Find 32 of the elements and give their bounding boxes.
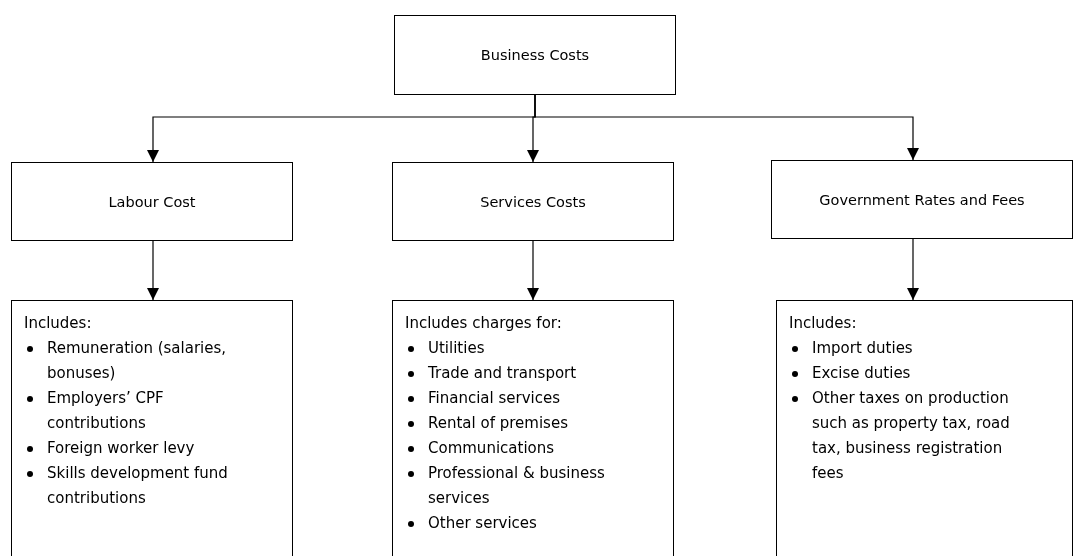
box-label: Services Costs bbox=[480, 193, 586, 210]
arrow bbox=[907, 238, 919, 301]
category-box bbox=[392, 162, 674, 241]
bullet-item: Skills development fund contributions bbox=[47, 463, 229, 509]
arrow bbox=[147, 240, 159, 301]
list-heading: Includes charges for: bbox=[405, 313, 563, 334]
bullet-item: Other services bbox=[428, 513, 537, 534]
details-box bbox=[11, 300, 293, 556]
list-heading: Includes: bbox=[24, 313, 93, 334]
arrow bbox=[534, 94, 919, 161]
bullet-item: Professional & business services bbox=[428, 463, 606, 509]
category-box bbox=[11, 162, 293, 241]
bullet-item: Remuneration (salaries, bonuses) bbox=[47, 338, 228, 384]
box-label: Government Rates and Fees bbox=[819, 191, 1025, 208]
bullet-item: Excise duties bbox=[812, 363, 911, 384]
bullet-item: Trade and transport bbox=[428, 363, 577, 384]
box-label: Business Costs bbox=[480, 47, 590, 63]
list-heading: Includes: bbox=[789, 313, 858, 334]
bullet-item: Foreign worker levy bbox=[47, 438, 195, 459]
bullet-item: Utilities bbox=[428, 338, 485, 359]
box-label: Labour Cost bbox=[108, 193, 196, 210]
bullet-item: Other taxes on production such as property tax, road tax, business registration fees bbox=[812, 388, 1011, 484]
details-box bbox=[392, 300, 674, 556]
details-box bbox=[776, 300, 1073, 556]
bullet-item: Employers’ CPF contributions bbox=[47, 388, 165, 434]
bullet-item: Financial services bbox=[428, 388, 560, 409]
bullet-item: Communications bbox=[428, 438, 555, 459]
arrow bbox=[527, 240, 539, 301]
bullet-item: Rental of premises bbox=[428, 413, 568, 434]
bullet-item: Import duties bbox=[812, 338, 913, 359]
category-box bbox=[394, 15, 676, 95]
category-box bbox=[771, 160, 1073, 239]
